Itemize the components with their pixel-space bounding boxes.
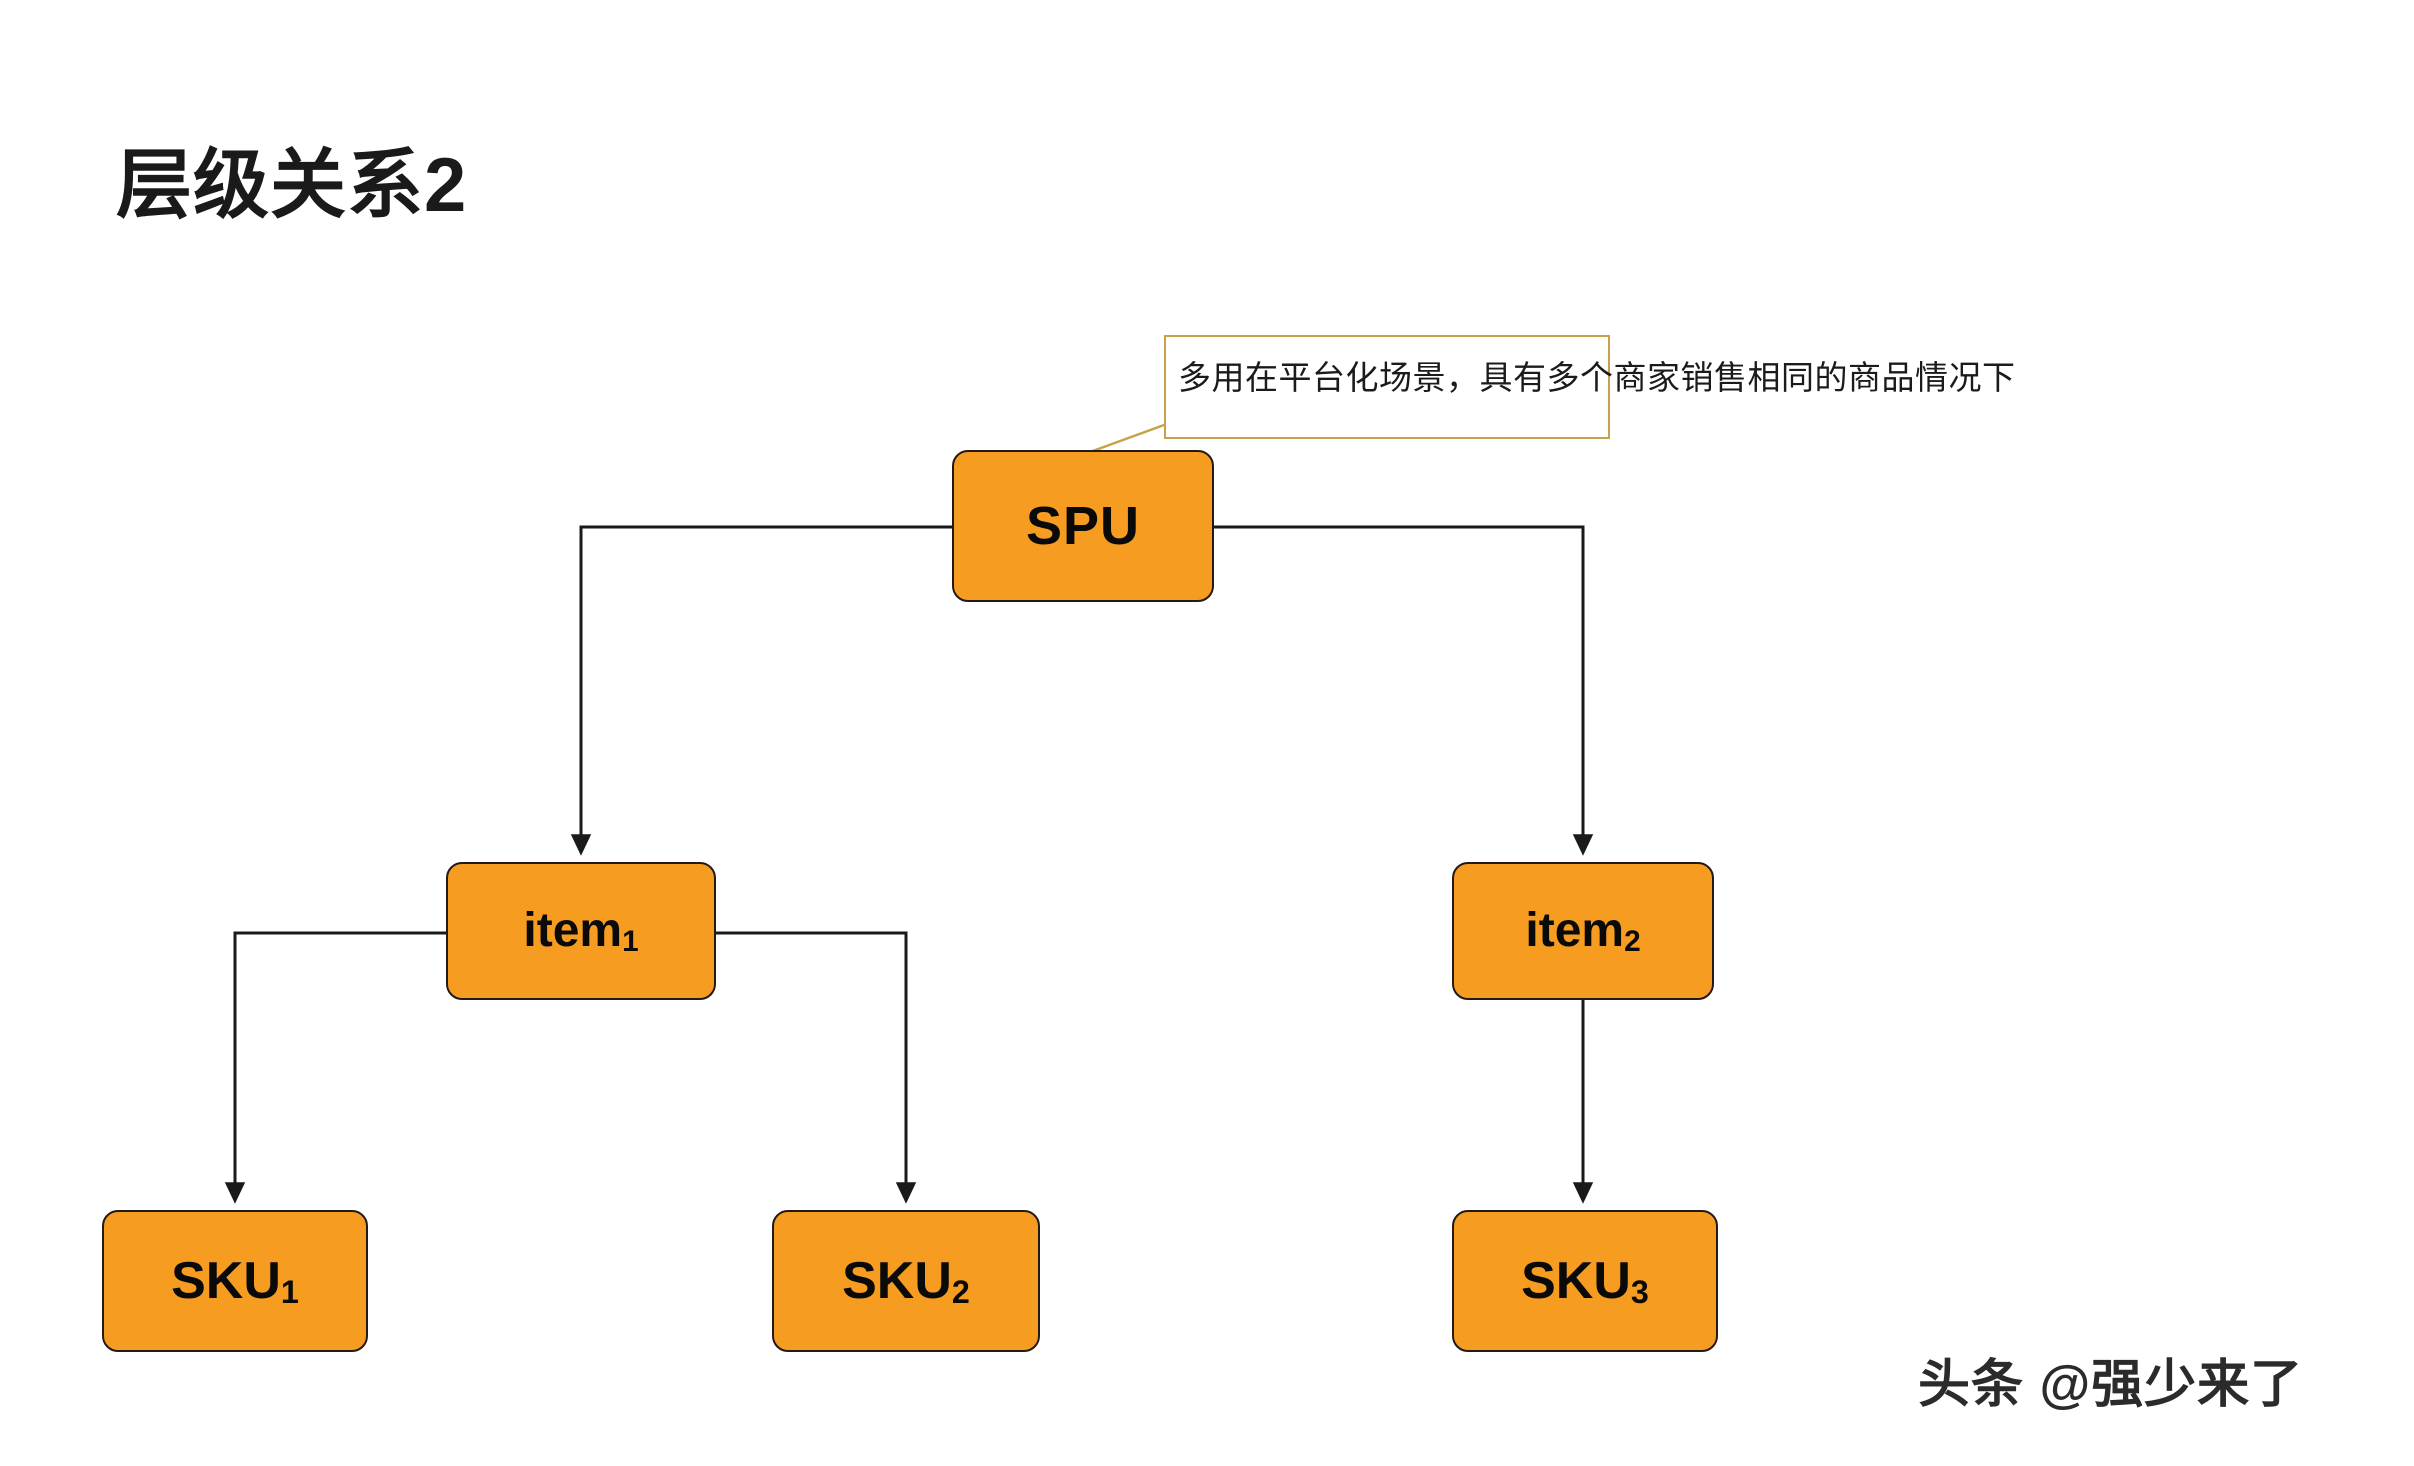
callout-text: 多用在平台化场景，具有多个商家销售相同的商品情况下 xyxy=(1178,359,2016,396)
edge-spu-to-item2 xyxy=(1214,525,1594,856)
edge-spu-to-item1 xyxy=(570,525,952,856)
callout-leader-line xyxy=(1089,423,1165,454)
node-sku1[interactable]: SKU1 xyxy=(102,1210,368,1352)
page-title: 层级关系2 xyxy=(116,143,468,228)
node-item1[interactable]: item1 xyxy=(446,862,716,1000)
callout-box xyxy=(1164,335,1610,439)
edge-item1-to-sku1 xyxy=(224,931,446,1204)
watermark: 头条 @强少来了 xyxy=(1918,1356,2304,1414)
node-sku3[interactable]: SKU3 xyxy=(1452,1210,1718,1352)
node-item2-label: item2 xyxy=(1525,904,1641,958)
node-sku3-label: SKU3 xyxy=(1521,1252,1649,1311)
node-sku2-label: SKU2 xyxy=(842,1252,970,1311)
node-item1-label: item1 xyxy=(523,904,639,958)
node-sku2[interactable]: SKU2 xyxy=(772,1210,1040,1352)
node-sku1-label: SKU1 xyxy=(171,1252,299,1311)
node-item2[interactable]: item2 xyxy=(1452,862,1714,1000)
node-spu[interactable]: SPU xyxy=(952,450,1214,602)
edge-item1-to-sku2 xyxy=(716,931,917,1204)
node-spu-label: SPU xyxy=(1025,496,1141,556)
